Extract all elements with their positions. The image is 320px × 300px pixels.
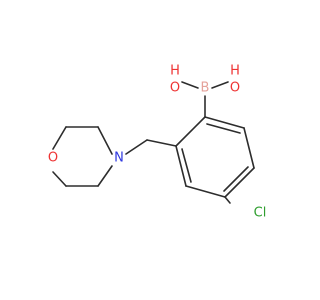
bond-ring-inner-3: [206, 123, 241, 134]
atom-n: N: [114, 151, 124, 166]
bond-layer: [52, 81, 255, 204]
bond-ring-c5-c6: [243, 127, 255, 169]
bond-ring-inner-2: [223, 166, 249, 192]
atom-b: B: [201, 81, 210, 96]
atom-o-left: O: [170, 81, 180, 96]
bond-ring-c4-c5: [224, 167, 255, 198]
bond-ring-c6-c1: [204, 116, 245, 129]
bond-ch2-n: [125, 139, 148, 155]
atom-o-ring: O: [48, 151, 58, 166]
bond-morph-o-c3: [52, 171, 67, 187]
bond-morph-c2-o: [52, 126, 67, 150]
bond-c5-chlorine: [224, 196, 231, 204]
bond-ring-inner-1: [181, 148, 192, 183]
atom-cl: Cl: [254, 206, 267, 221]
bond-ring-ch2: [146, 139, 177, 147]
bond-morph-c4-n: [97, 165, 113, 187]
atom-label-layer: B O H O H N O Cl: [48, 64, 266, 221]
bond-ring-c2-c3: [175, 145, 187, 187]
chemical-structure-diagram: B O H O H N O Cl: [48, 64, 266, 221]
bond-ring-c1-c2: [175, 116, 206, 147]
bond-ring-c3-c4: [185, 185, 226, 198]
atom-h-left: H: [170, 64, 180, 79]
bond-n-morph-c1: [97, 126, 113, 155]
bond-boron-o-left: [181, 81, 199, 89]
atom-o-right: O: [230, 81, 240, 96]
atom-h-right: H: [230, 64, 240, 79]
bond-boron-o-right: [211, 81, 229, 89]
